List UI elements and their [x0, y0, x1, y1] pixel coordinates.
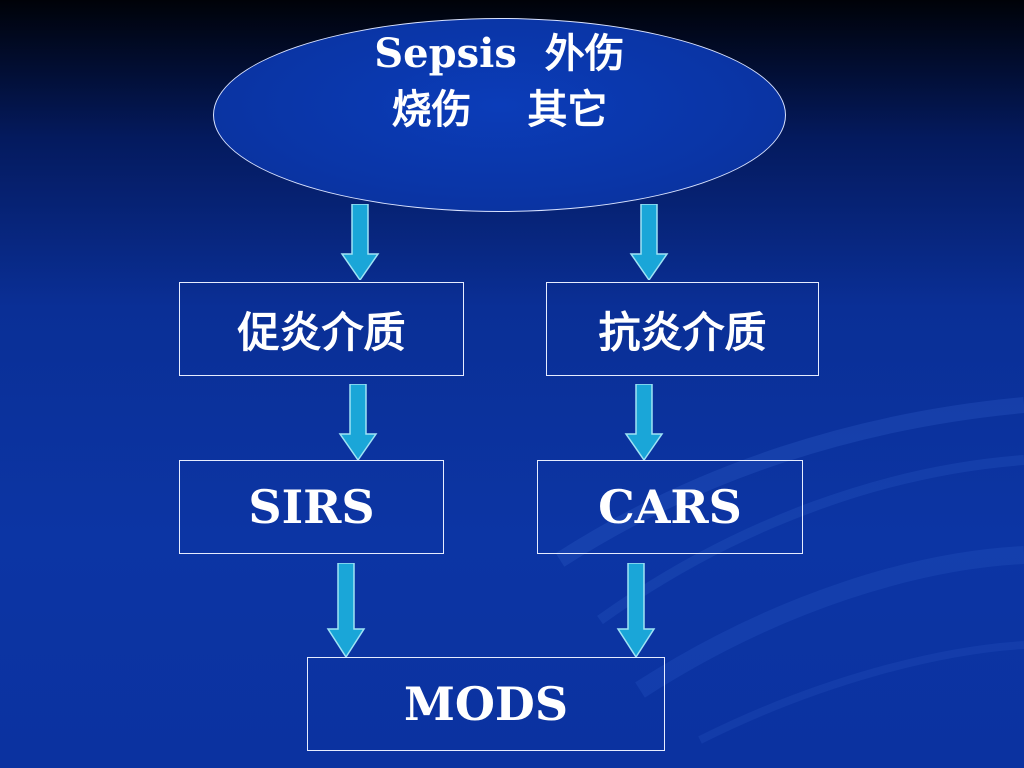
mods-box: MODS [307, 657, 665, 751]
pro-inflammatory-label: 促炎介质 [237, 307, 406, 357]
cause-label: Sepsis 外伤 烧伤 其它 [213, 26, 786, 138]
arrow-down-icon [338, 384, 378, 460]
mods-label: MODS [403, 677, 569, 731]
anti-inflammatory-label: 抗炎介质 [598, 307, 767, 357]
anti-inflammatory-box: 抗炎介质 [546, 282, 819, 376]
sirs-label: SIRS [248, 480, 375, 534]
cars-box: CARS [537, 460, 803, 554]
arrow-down-icon [624, 384, 664, 460]
arrow-down-icon [340, 204, 380, 280]
arrow-down-icon [616, 563, 656, 657]
sirs-box: SIRS [179, 460, 444, 554]
arrow-down-icon [629, 204, 669, 280]
cause-ellipse [213, 18, 786, 212]
pro-inflammatory-box: 促炎介质 [179, 282, 464, 376]
cause-label-line1: Sepsis 外伤 [374, 30, 625, 77]
cause-label-line2: 烧伤 其它 [391, 86, 608, 133]
arrow-down-icon [326, 563, 366, 657]
cars-label: CARS [598, 480, 742, 534]
